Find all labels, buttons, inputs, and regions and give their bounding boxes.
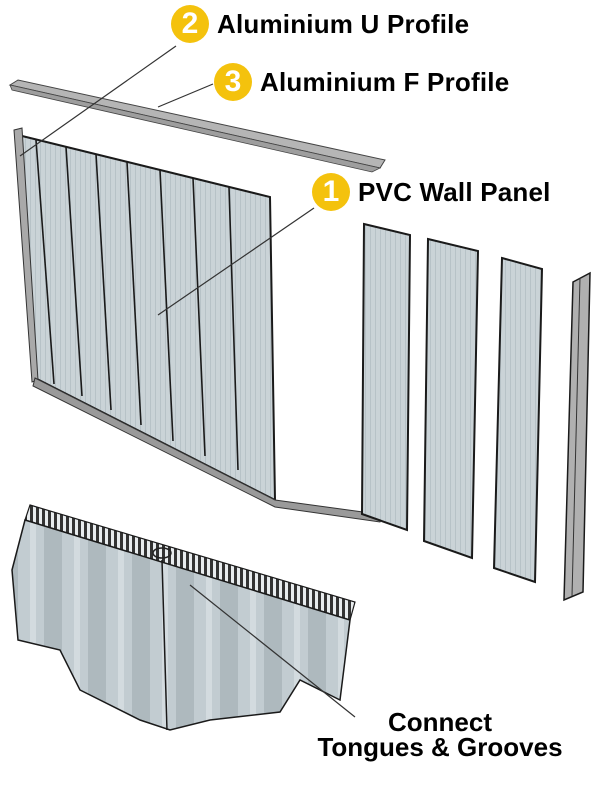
callout-label: PVC Wall Panel <box>358 176 551 207</box>
number-badge: 1 <box>312 173 350 211</box>
joint-caption-line1: Connect <box>388 707 492 737</box>
corner-profile <box>563 271 591 602</box>
leader-lines <box>19 45 356 718</box>
callout-label: Aluminium U Profile <box>217 8 470 39</box>
callout-pvc-wall-panel: 1 PVC Wall Panel <box>312 173 551 211</box>
joint-caption-line2: Tongues & Grooves <box>317 732 563 762</box>
f-profile <box>8 79 386 173</box>
callout-label: Aluminium F Profile <box>260 66 510 97</box>
loose-panel <box>492 256 544 584</box>
assembled-wall <box>13 127 386 523</box>
loose-panel <box>422 237 480 560</box>
number-badge: 2 <box>171 5 209 43</box>
callout-aluminium-u-profile: 2 Aluminium U Profile <box>171 5 469 43</box>
callout-aluminium-f-profile: 3 Aluminium F Profile <box>214 63 509 101</box>
number-badge: 3 <box>214 63 252 101</box>
joint-caption: Connect Tongues & Grooves <box>290 707 590 762</box>
loose-panel <box>360 222 412 532</box>
joint-cross-section <box>11 504 356 731</box>
